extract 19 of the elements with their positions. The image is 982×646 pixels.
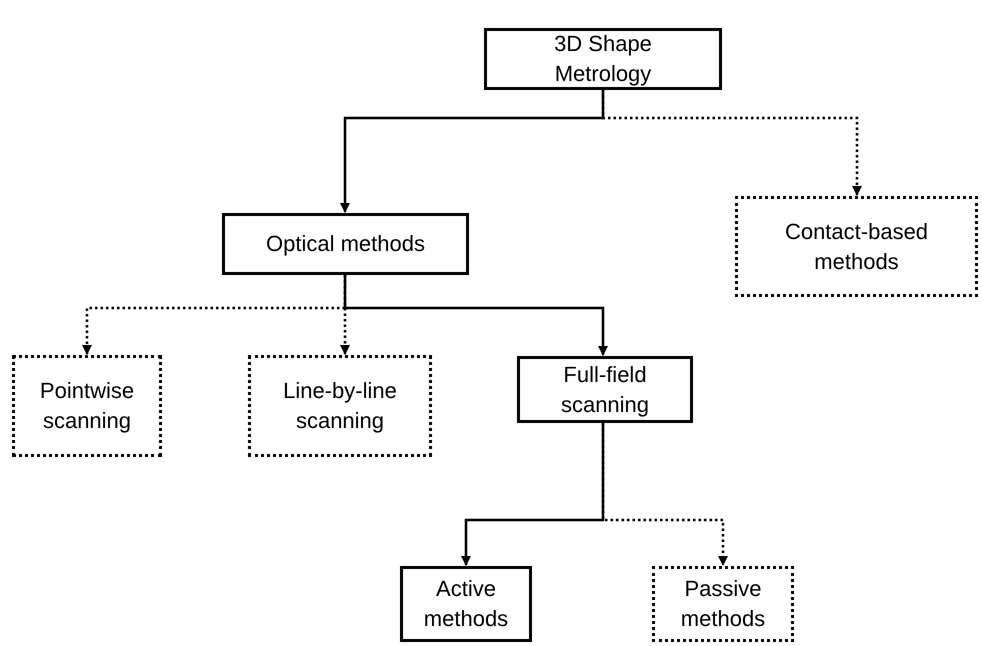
box-label: Optical methods bbox=[266, 230, 425, 258]
box-label: Contact-based methods bbox=[784, 218, 930, 276]
method-box bbox=[248, 355, 432, 457]
box-label: Pointwise scanning bbox=[38, 377, 136, 435]
box-label: Full-field scanning bbox=[560, 360, 650, 419]
method-box bbox=[735, 196, 978, 297]
method-box bbox=[484, 28, 722, 90]
box-label: Passive methods bbox=[680, 575, 766, 633]
method-box bbox=[652, 566, 794, 642]
box-label: Active methods bbox=[423, 575, 509, 633]
method-box bbox=[12, 355, 162, 457]
method-box bbox=[222, 213, 469, 275]
arrow bbox=[344, 275, 608, 356]
method-box bbox=[517, 356, 693, 423]
box-label: Line-by-line scanning bbox=[282, 377, 398, 435]
method-box bbox=[400, 566, 532, 642]
arrow bbox=[461, 423, 604, 566]
box-label: 3D Shape Metrology bbox=[553, 30, 653, 88]
arrow bbox=[340, 90, 604, 213]
